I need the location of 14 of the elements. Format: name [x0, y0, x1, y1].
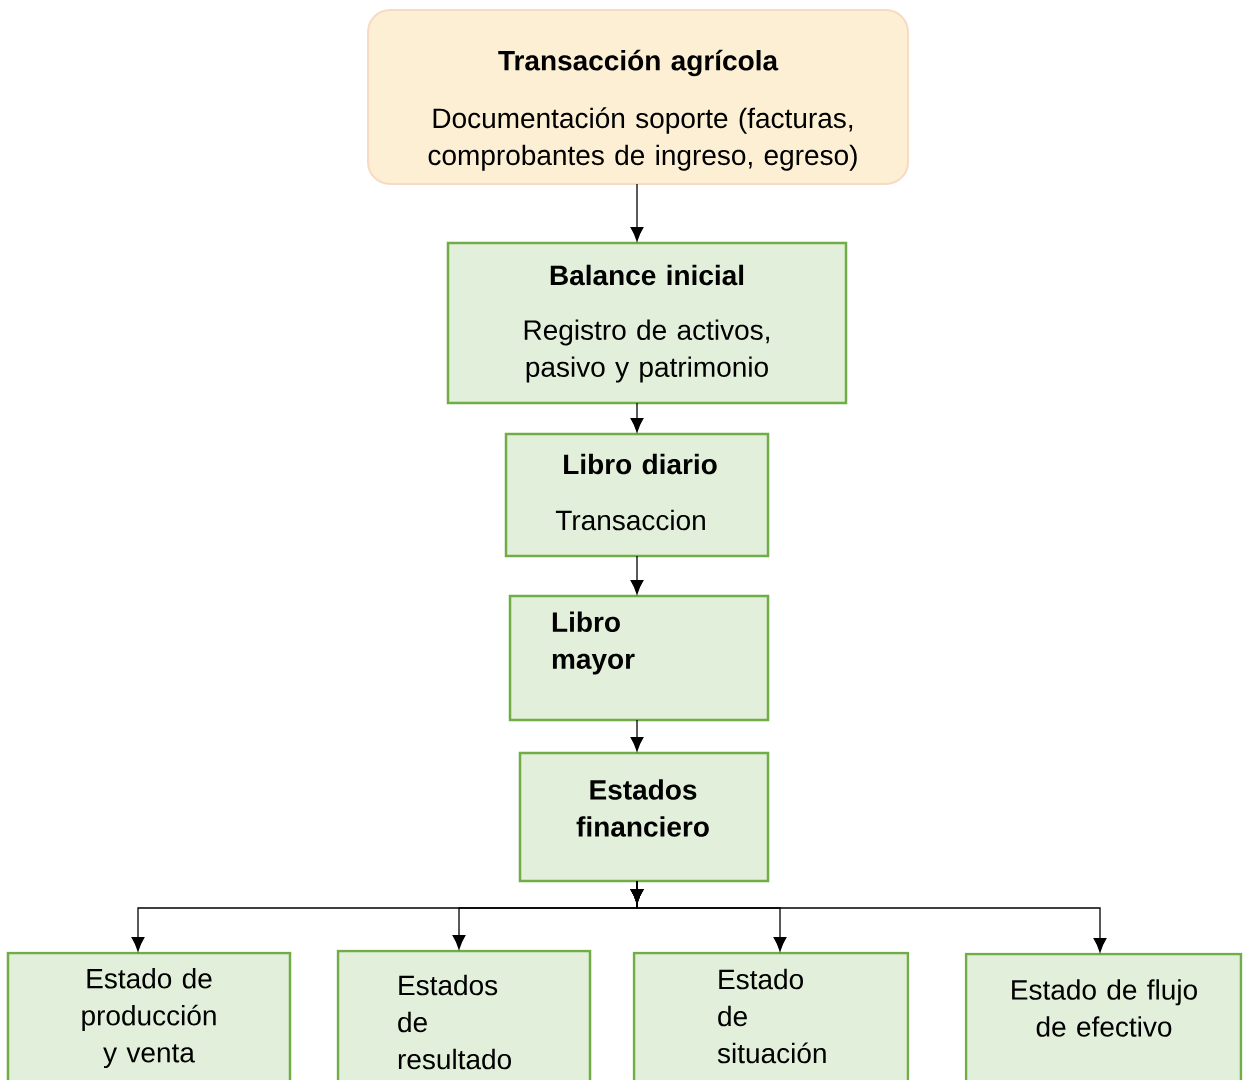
process-box: Estado de flujo de efectivo	[964, 952, 1243, 1080]
process-box: Estados financiero	[518, 751, 770, 883]
process-box: Estado de producción y venta	[6, 951, 292, 1080]
arrow	[630, 555, 644, 595]
process-box: Libro mayor	[508, 594, 770, 722]
arrow	[630, 719, 644, 752]
process-box: Balance inicial Registro de activos, pasivo y patrimonio	[446, 241, 848, 405]
process-box: Transacción agrícola Documentación soporte (facturas, comprobantes de ingreso, egreso)	[367, 9, 909, 185]
arrow	[630, 880, 1107, 953]
arrow	[630, 402, 644, 433]
process-box: Libro diario Transaccion	[504, 432, 770, 558]
process-box: Estado de situación	[632, 951, 910, 1080]
process-box: Estados de resultado	[336, 949, 592, 1080]
arrow	[630, 183, 644, 242]
